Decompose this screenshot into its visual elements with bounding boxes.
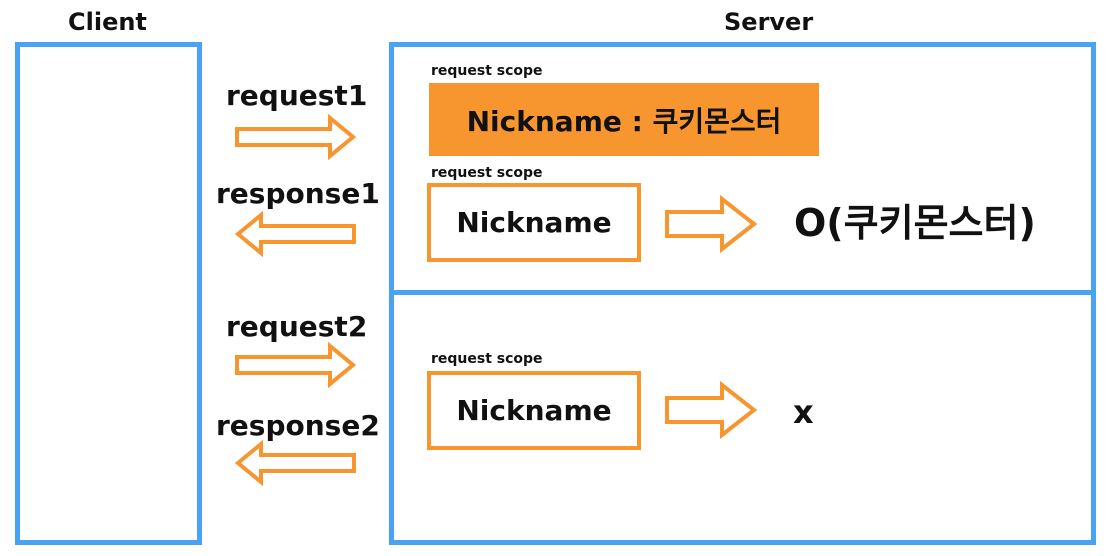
client-header: Client [68,8,147,36]
request2-arrow-icon [235,341,357,389]
nickname-lookup-box-2: Nickname [427,371,641,450]
response1-label: response1 [216,177,380,210]
server-section-divider [389,290,1096,295]
request-scope-label-2: request scope [431,165,543,181]
response2-label: response2 [216,409,380,442]
request2-label: request2 [226,310,368,343]
response2-arrow-icon [234,439,356,487]
request-scope-label-3: request scope [431,351,543,367]
lookup-result-arrow-icon-1 [665,194,758,254]
lookup-result-2: x [793,393,814,431]
response1-arrow-icon [234,210,356,258]
lookup-result-1: O(쿠키몬스터) [794,201,1036,245]
nickname-lookup-box-1: Nickname [427,183,641,262]
nickname-stored-box: Nickname : 쿠키몬스터 [429,83,819,156]
lookup-result-arrow-icon-2 [665,380,758,440]
client-box [15,42,202,545]
request-scope-label-1: request scope [431,63,543,79]
server-header: Server [724,8,814,36]
request1-label: request1 [226,79,368,112]
request1-arrow-icon [235,113,357,161]
